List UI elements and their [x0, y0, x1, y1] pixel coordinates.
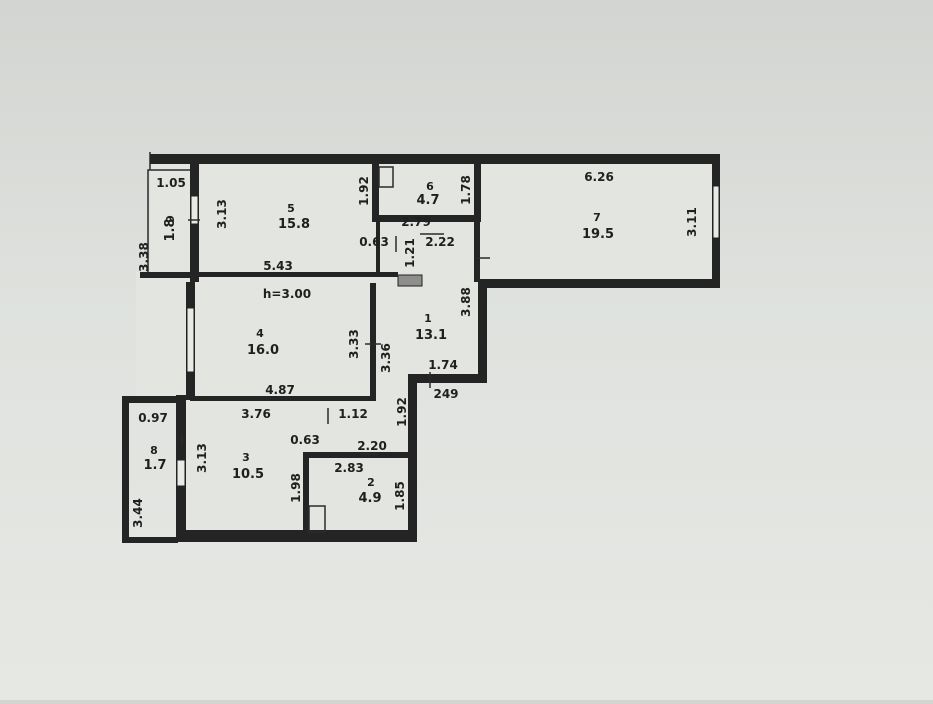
- window-room5: [190, 195, 199, 225]
- dimension-label: 3.76: [241, 407, 271, 421]
- dimension-label: 1.92: [357, 176, 371, 206]
- wall-room6-west: [372, 160, 379, 222]
- wall-hall-step: [408, 374, 487, 383]
- dimension-label: 1.12: [338, 407, 368, 421]
- room-3-number: 3: [242, 451, 250, 464]
- room-6: 6 4.7: [416, 180, 439, 208]
- room-4-number: 4: [256, 327, 264, 340]
- room-5: 5 15.8: [278, 202, 310, 232]
- dimension-label: 1.85: [393, 481, 407, 511]
- dimension-label: 0.63: [359, 235, 389, 249]
- window-room3: [176, 459, 186, 487]
- wall-room5-hall: [376, 218, 380, 274]
- dimension-label: 1.92: [395, 397, 409, 427]
- wall-north: [150, 154, 720, 164]
- room-6-number: 6: [426, 180, 434, 193]
- dimension-label: 3.44: [131, 498, 145, 528]
- wall-balcony-8-bottom: [122, 537, 178, 543]
- wall-room6-east: [474, 160, 481, 222]
- dimension-label: 2.22: [425, 235, 455, 249]
- dimension-label: 4.87: [265, 383, 295, 397]
- ceiling-height-label: h=3.00: [263, 287, 311, 301]
- dimension-label: 1.78: [459, 175, 473, 205]
- wall-room4-east: [370, 283, 376, 399]
- dimension-label: 1.21: [403, 238, 417, 268]
- wall-south: [176, 530, 417, 542]
- window-room4: [186, 307, 195, 373]
- dimension-label: 3.33: [347, 329, 361, 359]
- room-4-area: 16.0: [247, 343, 279, 358]
- room-2: 2 4.9: [358, 476, 381, 506]
- wall-room4-south: [190, 396, 376, 401]
- room-2-number: 2: [367, 476, 375, 489]
- room-8-area: 1.7: [143, 458, 166, 473]
- wall-south-room7: [478, 279, 720, 288]
- dimension-label: 249: [433, 387, 458, 401]
- room-9-area: 1.8: [163, 218, 178, 241]
- room-4: 4 16.0: [247, 327, 279, 358]
- room-6-area: 4.7: [416, 193, 439, 208]
- wall-room5-south: [194, 272, 398, 277]
- dimension-label: 3.11: [685, 207, 699, 237]
- room-3-area: 10.5: [232, 467, 264, 482]
- room-8: 8 1.7: [143, 444, 166, 473]
- dimension-label: 2.20: [357, 439, 387, 453]
- dimension-label: 3.36: [379, 343, 393, 373]
- apartment-floor: [136, 160, 718, 538]
- dimension-label: 3.13: [215, 199, 229, 229]
- room6-shaft: [378, 166, 394, 188]
- dimension-label: 2.79: [401, 215, 431, 229]
- room-7-number: 7: [593, 211, 601, 224]
- wall-balcony-9-bottom: [140, 272, 192, 278]
- dimension-label: 3.38: [137, 242, 151, 272]
- wall-east-hall: [478, 279, 487, 383]
- room-3: 3 10.5: [232, 451, 264, 482]
- room-2-area: 4.9: [358, 491, 381, 506]
- room-7-area: 19.5: [582, 227, 614, 242]
- wall-balcony-8-top: [122, 396, 180, 403]
- room2-shaft: [308, 505, 326, 533]
- window-room7: [712, 185, 720, 239]
- room-1-number: 1: [424, 312, 432, 325]
- room-7: 7 19.5: [582, 211, 614, 242]
- room-5-area: 15.8: [278, 217, 310, 232]
- wall-hall-niche: [397, 274, 423, 287]
- dimension-label: 0.97: [138, 411, 168, 425]
- room-9: 9 1.8: [163, 215, 178, 241]
- wall-hall-room7: [474, 222, 480, 282]
- dimension-label: 2.83: [334, 461, 364, 475]
- dimension-label: 1.05: [156, 176, 186, 190]
- room-1: 1 13.1: [415, 312, 447, 343]
- dimension-label: 0.63: [290, 433, 320, 447]
- dimension-label: 3.88: [459, 287, 473, 317]
- room-1-area: 13.1: [415, 328, 447, 343]
- room-9-number: 9: [164, 215, 177, 223]
- wall-balcony-8-west: [122, 396, 129, 542]
- dimension-label: 5.43: [263, 259, 293, 273]
- dimension-label: 3.13: [195, 443, 209, 473]
- dimension-label: 1.98: [289, 473, 303, 503]
- wall-room6-south: [372, 215, 480, 222]
- wall-room2-west: [303, 452, 309, 536]
- dimension-label: 1.74: [428, 358, 458, 372]
- wall-room2-north: [303, 452, 417, 458]
- room-5-number: 5: [287, 202, 295, 215]
- room-8-number: 8: [150, 444, 158, 457]
- dimension-label: 6.26: [584, 170, 614, 184]
